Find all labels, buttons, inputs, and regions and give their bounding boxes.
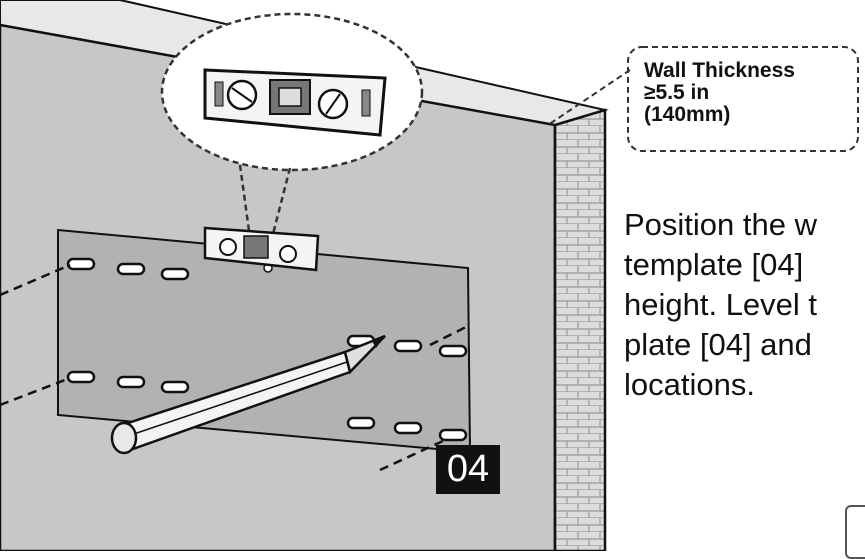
pencil [110,334,386,455]
zoom-pointer-left [238,164,252,239]
callout-box [627,46,859,152]
level-zoomed [203,68,387,137]
wall-edge [553,108,607,551]
callout-line-1: Wall Thickness [644,59,795,82]
callout-line-2: ≥5.5 in [644,81,710,104]
instruction-line-5: locations. [624,367,755,402]
template-label-tag: 04 [436,445,500,494]
level-small [203,226,320,272]
instruction-line-2: template [04] [624,247,804,282]
instruction-line-3: height. Level t [624,287,818,322]
instruction-line-1: Position the w [624,207,817,242]
instruction-line-4: plate [04] and [624,327,812,362]
drill-guides [0,263,471,472]
zoom-pointer-right [270,167,292,239]
wall-thickness-callout: Wall Thickness ≥5.5 in (140mm) [644,60,795,126]
callout-pointer [547,69,631,126]
instruction-text: Position the w template [04] height. Lev… [624,205,865,405]
callout-line-3: (140mm) [644,103,731,126]
